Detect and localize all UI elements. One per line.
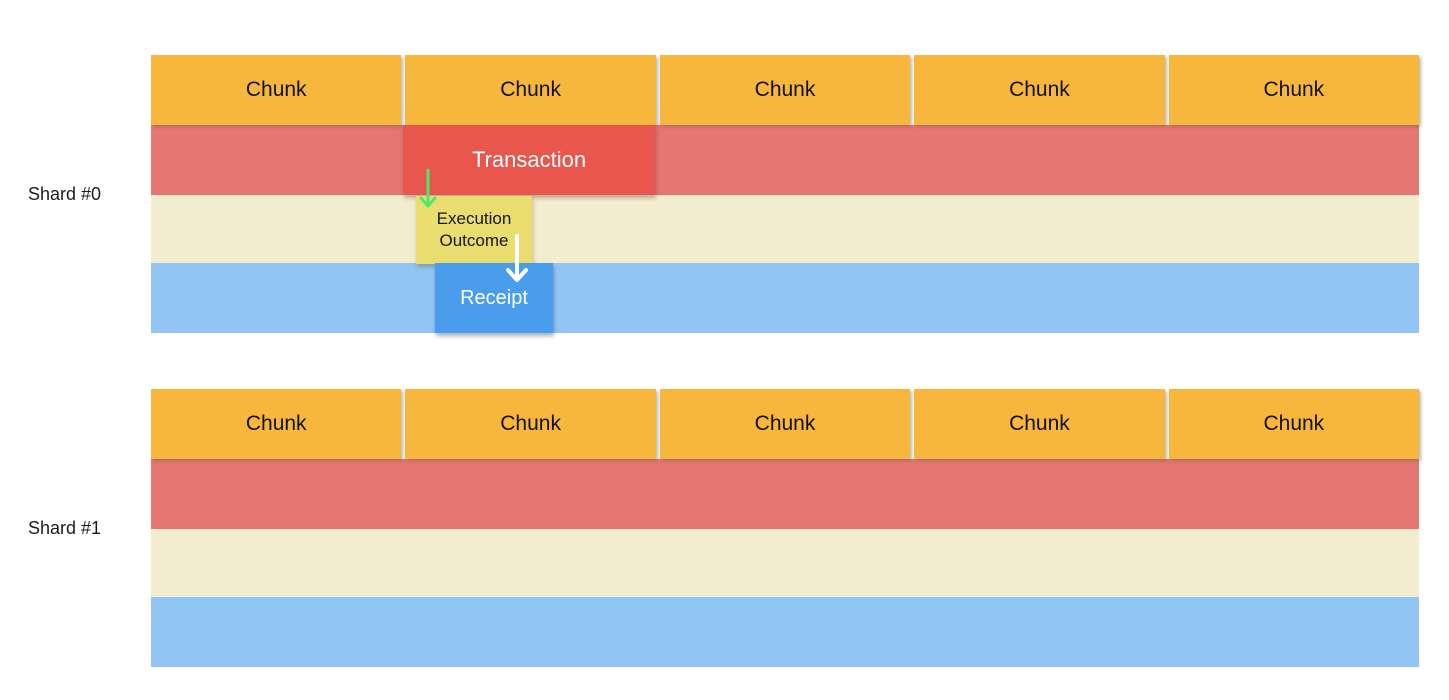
shard-0-block: Chunk Chunk Chunk Chunk Chunk Transactio…	[151, 55, 1420, 333]
chunk-block: Chunk	[914, 389, 1165, 459]
chunk-block: Chunk	[1168, 389, 1420, 459]
chunk-block: Chunk	[659, 389, 911, 459]
receipt-box: Receipt	[435, 263, 553, 333]
chunk-block: Chunk	[405, 55, 656, 125]
shard-1-block: Chunk Chunk Chunk Chunk Chunk	[151, 389, 1420, 667]
chunk-block: Chunk	[151, 389, 402, 459]
shard-1-outcomes-band	[151, 529, 1419, 597]
shard-0-label: Shard #0	[28, 184, 102, 204]
green-down-arrow-icon	[419, 168, 437, 208]
chunk-block: Chunk	[405, 389, 656, 459]
transaction-box: Transaction	[403, 125, 655, 195]
execution-outcome-box: Execution Outcome	[416, 196, 532, 264]
shard-0-transactions-band	[151, 125, 1419, 195]
execution-outcome-line1: Execution	[436, 209, 512, 228]
white-down-arrow-icon	[506, 234, 528, 282]
chunk-block: Chunk	[914, 55, 1165, 125]
execution-outcome-line2: Outcome	[439, 231, 509, 250]
chunk-block: Chunk	[151, 55, 402, 125]
shard-0-outcomes-band	[151, 195, 1419, 263]
shard-1-label: Shard #1	[28, 518, 102, 538]
shard-1-chunk-row: Chunk Chunk Chunk Chunk Chunk	[151, 389, 1420, 459]
chunk-block: Chunk	[1168, 55, 1420, 125]
chunk-block: Chunk	[659, 55, 911, 125]
shard-1-transactions-band	[151, 459, 1419, 529]
shard-0-receipts-band	[151, 263, 1419, 333]
shard-1-receipts-band	[151, 597, 1419, 667]
shard-0-chunk-row: Chunk Chunk Chunk Chunk Chunk	[151, 55, 1420, 125]
